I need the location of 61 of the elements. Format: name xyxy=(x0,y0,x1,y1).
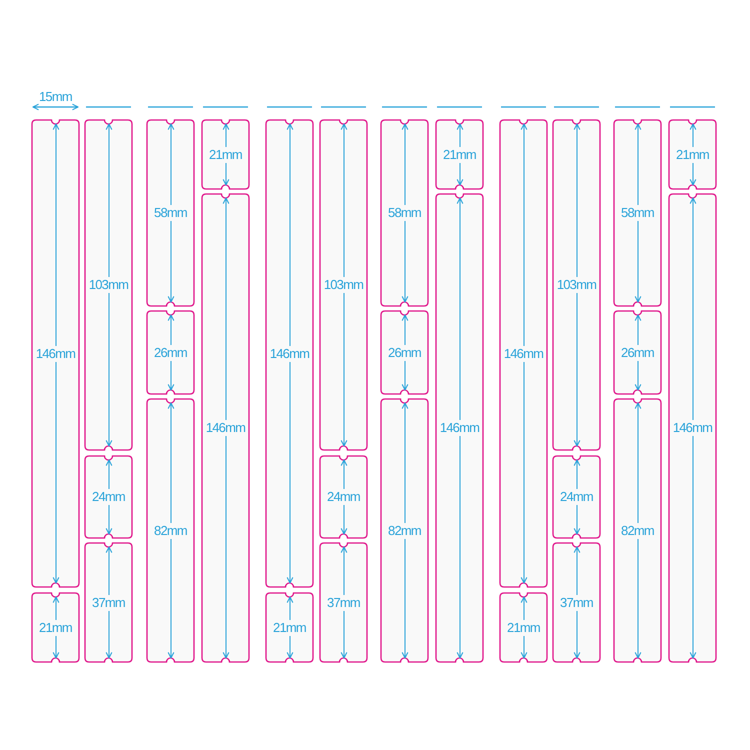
dimension-label: 26mm xyxy=(154,344,187,360)
cut-strip xyxy=(614,120,661,306)
dimension-label: 21mm xyxy=(209,146,242,162)
dimension-label: 21mm xyxy=(507,620,540,636)
dimension-label: 26mm xyxy=(621,344,654,360)
dimension-label: 146mm xyxy=(36,346,76,362)
cut-strip xyxy=(436,120,483,189)
dimension-label: 103mm xyxy=(556,277,596,293)
cut-strip xyxy=(669,194,716,662)
dimension-label: 37mm xyxy=(92,594,125,610)
cut-strip xyxy=(266,593,313,662)
cut-strip xyxy=(202,120,249,189)
dimension-label: 58mm xyxy=(154,205,187,221)
cut-strip xyxy=(202,194,249,662)
dimension-label: 146mm xyxy=(206,420,246,436)
cut-strip xyxy=(553,543,600,662)
dimension-label: 82mm xyxy=(621,522,654,538)
dimension-label: 58mm xyxy=(388,205,421,221)
dimension-label: 58mm xyxy=(621,205,654,221)
cut-strip xyxy=(436,194,483,662)
dimension-label: 82mm xyxy=(388,522,421,538)
cut-strip xyxy=(147,399,194,662)
dimension-label: 21mm xyxy=(676,146,709,162)
cut-strip xyxy=(147,120,194,306)
dimension-label: 15mm xyxy=(39,90,72,104)
cut-strip xyxy=(320,120,367,450)
cut-strip xyxy=(320,456,367,538)
cut-strip xyxy=(381,311,428,394)
dimension-label: 103mm xyxy=(88,277,128,293)
cut-strip xyxy=(614,311,661,394)
cut-strip xyxy=(381,399,428,662)
cut-strip xyxy=(85,456,132,538)
cut-strip xyxy=(500,593,547,662)
dimension-label: 21mm xyxy=(443,146,476,162)
dimension-label: 37mm xyxy=(560,594,593,610)
dimension-label: 103mm xyxy=(324,277,364,293)
cut-strip xyxy=(32,120,79,587)
dimension-label: 24mm xyxy=(92,489,125,505)
dimension-label: 146mm xyxy=(270,346,310,362)
cut-strip xyxy=(614,399,661,662)
cut-strip xyxy=(553,120,600,450)
dimension-label: 37mm xyxy=(327,594,360,610)
dimension-label: 146mm xyxy=(504,346,544,362)
dimension-label: 82mm xyxy=(154,522,187,538)
dimension-label: 146mm xyxy=(672,420,712,436)
dimension-label: 24mm xyxy=(560,489,593,505)
cut-strip xyxy=(553,456,600,538)
cut-strip xyxy=(669,120,716,189)
dimension-label: 26mm xyxy=(388,344,421,360)
dimension-label: 24mm xyxy=(327,489,360,505)
cut-strip xyxy=(500,120,547,587)
cut-strip xyxy=(381,120,428,306)
cut-strip xyxy=(32,593,79,662)
dimension-label: 146mm xyxy=(440,420,480,436)
cut-strip xyxy=(147,311,194,394)
dimension-label: 21mm xyxy=(273,620,306,636)
cut-strip xyxy=(85,543,132,662)
cut-strip xyxy=(266,120,313,587)
cut-strip xyxy=(320,543,367,662)
cut-strip xyxy=(85,120,132,450)
dimension-label: 21mm xyxy=(39,620,72,636)
